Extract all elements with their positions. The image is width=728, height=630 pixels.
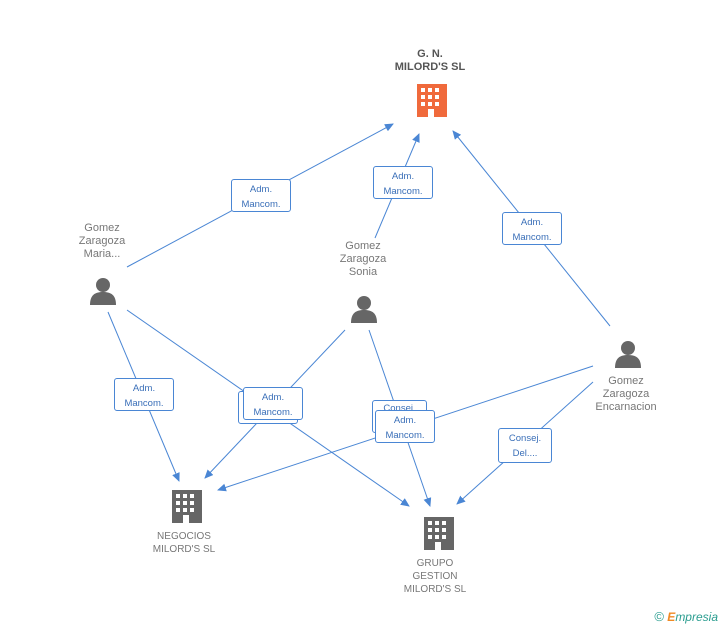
- edge-label-maria-gn[interactable]: Adm. Mancom.: [231, 179, 291, 212]
- edge-label-line: Consej.: [383, 403, 416, 414]
- company-label-line: MILORD'S SL: [152, 544, 216, 555]
- edge-label-line: Mancom.: [385, 430, 425, 441]
- edge-label-line: Mancom.: [124, 398, 164, 409]
- person-label-line: Sonia: [348, 266, 378, 278]
- edge-label-center-a[interactable]: Adm. Mancom.: [243, 387, 303, 420]
- company-label-line: GRUPO: [416, 558, 454, 569]
- edge-label-line: Del....: [512, 448, 538, 459]
- person-icon: [615, 341, 641, 368]
- edge-label-line: Mancom.: [241, 199, 281, 210]
- company-label-line: G. N.: [417, 48, 443, 60]
- edge-label-line: Adm.: [393, 415, 417, 426]
- building-icon: [172, 490, 202, 523]
- edge-label-maria-negocios[interactable]: Adm. Mancom.: [114, 378, 174, 411]
- person-label-sonia[interactable]: Gomez Zaragoza Sonia: [313, 240, 413, 279]
- company-label-gn-milords[interactable]: G. N. MILORD'S SL: [380, 48, 480, 74]
- edge-label-line: Mancom.: [253, 407, 293, 418]
- brand-logo-letter: E: [667, 610, 676, 624]
- copyright-symbol: ©: [654, 609, 664, 624]
- person-label-line: Gomez: [608, 375, 644, 387]
- company-label-line: GESTION: [412, 571, 458, 582]
- building-icon: [424, 517, 454, 550]
- person-icon: [90, 278, 116, 305]
- company-label-line: MILORD'S SL: [403, 584, 467, 595]
- company-label-grupo[interactable]: GRUPO GESTION MILORD'S SL: [385, 557, 485, 596]
- person-label-line: Encarnacion: [595, 401, 657, 413]
- edge-label-line: Adm.: [132, 383, 156, 394]
- person-label-maria[interactable]: Gomez Zaragoza Maria...: [52, 222, 152, 261]
- person-label-line: Zaragoza: [339, 253, 387, 265]
- edge-label-line: Consej.: [508, 433, 542, 444]
- edge-label-center-b[interactable]: Adm. Mancom.: [375, 410, 435, 443]
- person-label-line: Maria...: [83, 248, 121, 260]
- person-label-line: Zaragoza: [78, 235, 126, 247]
- person-icon: [351, 296, 377, 323]
- edge-label-encarnacion-grupo[interactable]: Consej. Del....: [498, 428, 552, 463]
- person-label-line: Gomez: [84, 222, 120, 234]
- edge-label-line: Mancom.: [512, 232, 552, 243]
- edge-label-encarnacion-gn[interactable]: Adm. Mancom.: [502, 212, 562, 245]
- edge-label-line: Mancom.: [383, 186, 423, 197]
- edge-label-line: Adm.: [391, 171, 415, 182]
- person-label-line: Gomez: [345, 240, 381, 252]
- brand-name: mpresia: [675, 610, 718, 624]
- edge-label-line: Adm.: [249, 184, 273, 195]
- brand-footer: © Empresia: [654, 609, 718, 624]
- building-icon: [417, 84, 447, 117]
- company-label-line: NEGOCIOS: [157, 531, 211, 542]
- company-label-negocios[interactable]: NEGOCIOS MILORD'S SL: [134, 530, 234, 556]
- edge-label-sonia-gn[interactable]: Adm. Mancom.: [373, 166, 433, 199]
- edge-label-line: Adm.: [520, 217, 544, 228]
- person-label-line: Zaragoza: [602, 388, 650, 400]
- company-label-line: MILORD'S SL: [394, 61, 466, 73]
- person-label-encarnacion[interactable]: Gomez Zaragoza Encarnacion: [576, 375, 676, 414]
- edge-label-line: Adm.: [261, 392, 285, 403]
